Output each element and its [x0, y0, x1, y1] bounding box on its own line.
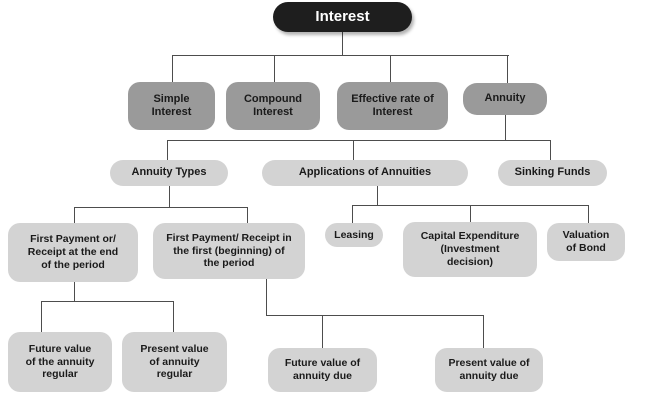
connector-line — [390, 55, 391, 82]
connector-line — [505, 115, 506, 141]
node-present-value-annuity-regular: Present value of annuity regular — [122, 332, 227, 392]
connector-line — [353, 140, 354, 160]
node-simple-interest: Simple Interest — [128, 82, 215, 130]
node-annuity: Annuity — [463, 83, 547, 115]
connector-line — [74, 207, 248, 208]
connector-line — [588, 205, 589, 223]
node-valuation-of-bond: Valuation of Bond — [547, 223, 625, 261]
connector-line — [167, 140, 168, 160]
connector-line — [74, 207, 75, 223]
connector-line — [74, 282, 75, 301]
node-first-payment-end-of-period: First Payment or/ Receipt at the end of … — [8, 223, 138, 282]
connector-line — [167, 140, 551, 141]
node-present-value-annuity-due: Present value of annuity due — [435, 348, 543, 392]
node-future-value-annuity-regular: Future value of the annuity regular — [8, 332, 112, 392]
connector-line — [41, 301, 174, 302]
connector-line — [483, 315, 484, 348]
connector-line — [41, 301, 42, 332]
connector-line — [550, 140, 551, 160]
connector-line — [322, 315, 323, 348]
connector-line — [172, 55, 173, 82]
node-capital-expenditure: Capital Expenditure (Investment decision… — [403, 222, 537, 277]
node-leasing: Leasing — [325, 223, 383, 247]
node-first-payment-beginning-of-period: First Payment/ Receipt in the first (beg… — [153, 223, 305, 279]
node-applications-of-annuities: Applications of Annuities — [262, 160, 468, 186]
node-annuity-types: Annuity Types — [110, 160, 228, 186]
connector-line — [342, 32, 343, 55]
connector-line — [266, 315, 484, 316]
connector-line — [173, 301, 174, 332]
connector-line — [352, 205, 353, 223]
node-interest: Interest — [273, 2, 412, 32]
connector-line — [470, 205, 471, 222]
node-compound-interest: Compound Interest — [226, 82, 320, 130]
node-sinking-funds: Sinking Funds — [498, 160, 607, 186]
connector-line — [377, 186, 378, 205]
connector-line — [266, 279, 267, 315]
connector-line — [274, 55, 275, 82]
connector-line — [507, 55, 508, 83]
node-effective-rate-of-interest: Effective rate of Interest — [337, 82, 448, 130]
connector-line — [169, 186, 170, 207]
node-future-value-annuity-due: Future value of annuity due — [268, 348, 377, 392]
connector-line — [247, 207, 248, 223]
connector-line — [172, 55, 509, 56]
